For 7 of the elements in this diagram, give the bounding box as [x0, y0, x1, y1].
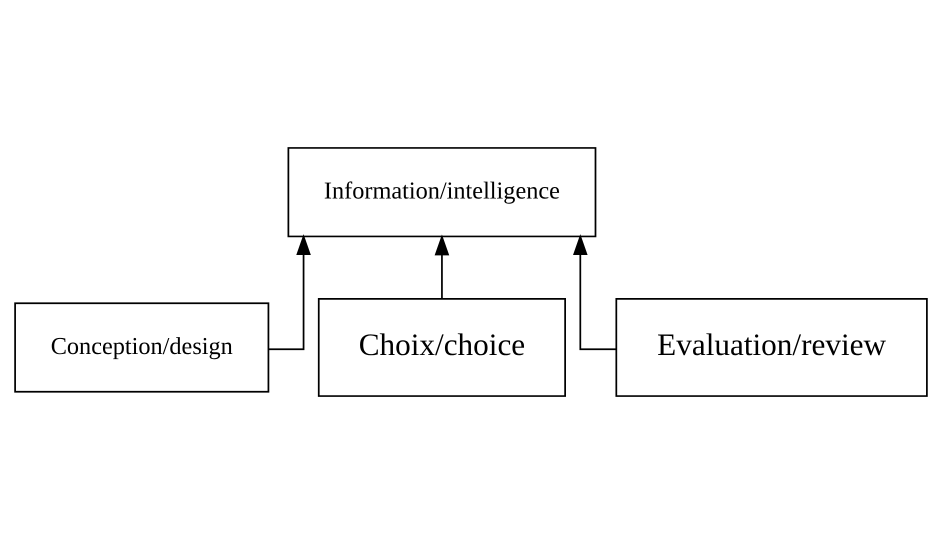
arrow [268, 234, 311, 350]
node-box: Choix/choice [318, 298, 566, 397]
arrow [573, 234, 616, 350]
node-box: Conception/design [14, 302, 270, 393]
node-box: Information/intelligence [288, 147, 596, 238]
node-box: Evaluation/review [615, 298, 928, 397]
arrow [434, 234, 450, 299]
